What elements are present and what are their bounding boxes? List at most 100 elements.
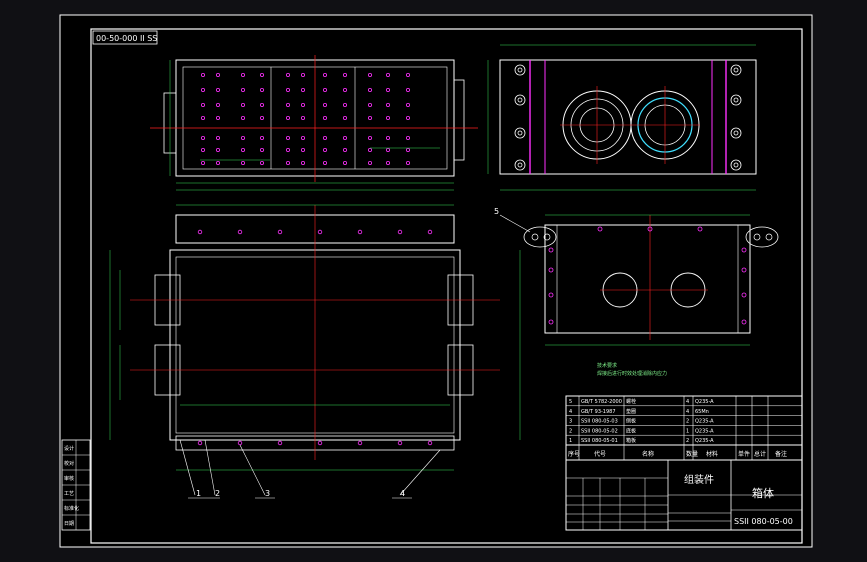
bolt-hole xyxy=(300,147,305,152)
callout-5: 5 xyxy=(494,207,499,216)
bolt-hole xyxy=(200,160,205,165)
approval-label: 审核 xyxy=(64,475,74,482)
bolt-hole xyxy=(405,73,410,78)
bom-cell: 垫圈 xyxy=(626,408,636,415)
bom-cell: 箱板 xyxy=(626,437,636,444)
side-hole xyxy=(741,292,747,298)
bolt-hole xyxy=(215,73,220,78)
bolt-hole xyxy=(240,116,245,121)
flange-hole-inner xyxy=(733,162,739,168)
callout-1: 1 xyxy=(196,489,201,498)
bom-header-cell: 代号 xyxy=(594,450,606,458)
bolt-hole xyxy=(342,116,347,121)
bolt-hole xyxy=(405,103,410,108)
bolt-hole xyxy=(367,103,372,108)
bolt-hole xyxy=(259,147,264,152)
flange-hole xyxy=(730,94,742,106)
drawing-code-box xyxy=(92,30,158,45)
bom-cell: 底板 xyxy=(626,427,636,434)
side-top-hole xyxy=(697,226,703,232)
bolt-hole xyxy=(300,160,305,165)
bolt-hole xyxy=(322,103,327,108)
top-plate-hole xyxy=(357,229,363,235)
bolt-hole xyxy=(285,103,290,108)
top-plate-hole xyxy=(197,229,203,235)
flange-hole xyxy=(730,127,742,139)
bolt-hole xyxy=(385,135,390,140)
inner-border xyxy=(90,28,803,544)
bolt-hole xyxy=(215,116,220,121)
bom-table xyxy=(565,395,803,461)
bom-header-cell: 单件 xyxy=(738,450,750,458)
bolt-hole xyxy=(259,135,264,140)
bolt-hole xyxy=(385,160,390,165)
side-hole xyxy=(741,267,747,273)
bom-cell: Q235-A xyxy=(695,399,714,405)
bolt-hole xyxy=(367,88,372,93)
bottom-plate-hole xyxy=(237,440,243,446)
bolt-hole xyxy=(240,73,245,78)
bolt-hole xyxy=(285,135,290,140)
bolt-hole xyxy=(215,88,220,93)
bottom-plate-hole xyxy=(357,440,363,446)
front-section-view xyxy=(109,204,521,499)
bom-cell: 1 xyxy=(569,438,572,444)
bolt-hole xyxy=(259,73,264,78)
bolt-hole xyxy=(385,147,390,152)
bom-cell: 4 xyxy=(686,409,689,415)
bom-cell: 1 xyxy=(686,428,689,434)
bolt-hole xyxy=(367,147,372,152)
bom-header-cell: 数量 xyxy=(686,450,698,458)
bottom-plate-hole xyxy=(317,440,323,446)
bom-cell: 螺栓 xyxy=(626,398,636,405)
assembly-label: 组装件 xyxy=(684,473,714,486)
bolt-hole xyxy=(200,103,205,108)
flange-hole-inner xyxy=(517,130,523,136)
callout-3: 3 xyxy=(265,489,270,498)
bolt-hole xyxy=(385,73,390,78)
bolt-hole xyxy=(200,135,205,140)
top-plate-hole xyxy=(397,229,403,235)
bolt-hole xyxy=(342,88,347,93)
bolt-hole xyxy=(405,116,410,121)
bolt-hole xyxy=(285,116,290,121)
flange-hole-inner xyxy=(517,162,523,168)
part-name: 箱体 xyxy=(752,486,774,500)
bolt-hole xyxy=(322,160,327,165)
approval-label: 设计 xyxy=(64,445,74,452)
bom-cell: 4 xyxy=(686,399,689,405)
bolt-hole xyxy=(215,103,220,108)
drawing-code: 00-50-000 II SS xyxy=(96,34,157,43)
bolt-hole xyxy=(342,147,347,152)
approval-label: 工艺 xyxy=(64,491,74,497)
bolt-hole xyxy=(322,135,327,140)
bottom-plate-hole xyxy=(197,440,203,446)
side-top-hole xyxy=(597,226,603,232)
bom-cell: GB/T 5782-2000 xyxy=(581,399,622,405)
bolt-hole xyxy=(259,88,264,93)
bom-cell: GB/T 93-1987 xyxy=(581,409,616,415)
bolt-hole xyxy=(240,103,245,108)
bolt-hole xyxy=(285,160,290,165)
bolt-hole xyxy=(259,160,264,165)
callout-2: 2 xyxy=(215,489,220,498)
flange-hole xyxy=(730,159,742,171)
side-view xyxy=(499,214,779,346)
bolt-hole xyxy=(200,116,205,121)
bom-cell: SSII 080-05-03 xyxy=(581,419,618,425)
bolt-hole xyxy=(215,147,220,152)
bom-cell: 2 xyxy=(569,428,572,434)
flange-hole-inner xyxy=(733,67,739,73)
side-top-hole xyxy=(647,226,653,232)
bolt-hole xyxy=(385,103,390,108)
bolt-hole xyxy=(342,135,347,140)
flange-hole-inner xyxy=(517,97,523,103)
bolt-hole xyxy=(405,88,410,93)
bolt-hole xyxy=(285,73,290,78)
bom-cell: 2 xyxy=(686,438,689,444)
bolt-hole xyxy=(300,135,305,140)
bom-header-cell: 名称 xyxy=(642,450,654,458)
bolt-hole xyxy=(215,135,220,140)
top-view xyxy=(150,55,478,191)
bolt-hole xyxy=(342,160,347,165)
